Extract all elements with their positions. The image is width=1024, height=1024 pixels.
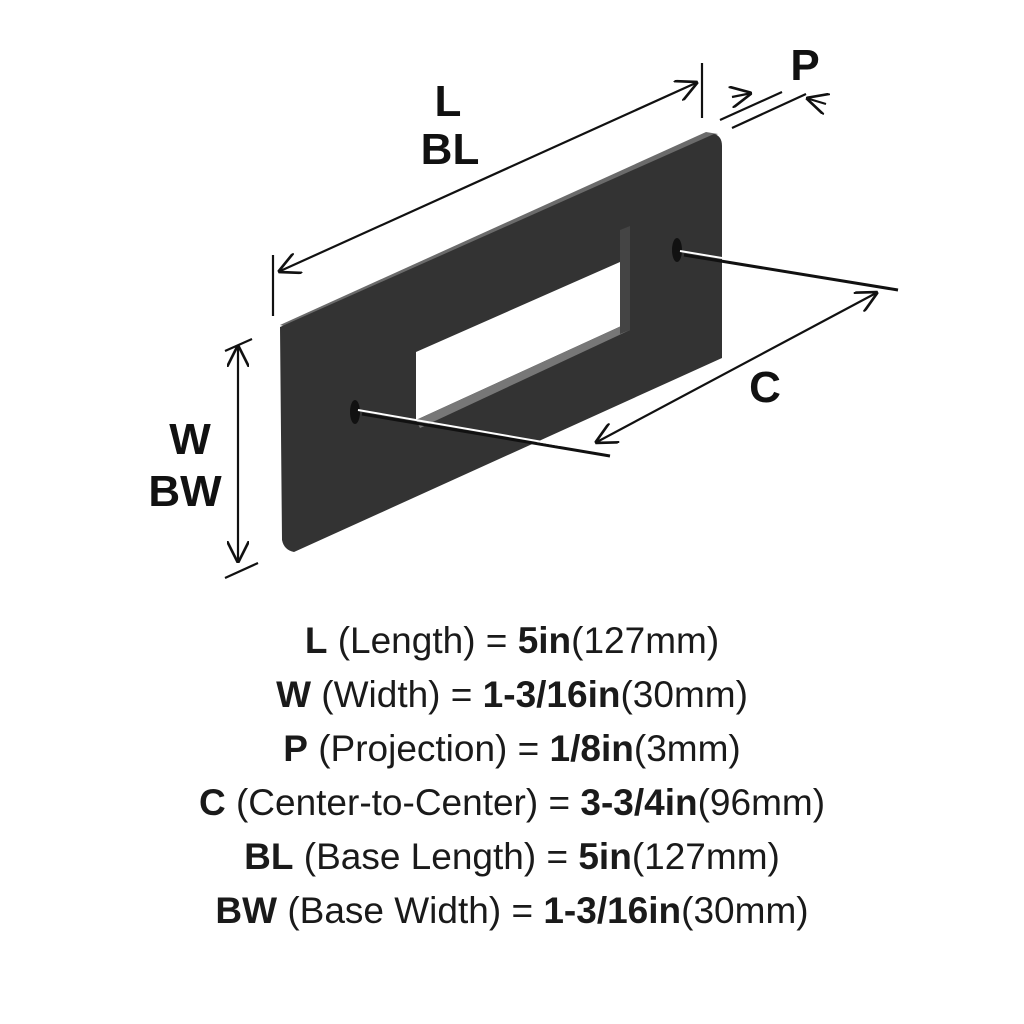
P-extension-1 [719, 90, 783, 122]
spec-row: BL (Base Length) = 5in(127mm) [244, 836, 780, 877]
label-L: L [434, 77, 462, 126]
specification-list: L (Length) = 5in(127mm) W (Width) = 1-3/… [0, 614, 1024, 938]
mounting-hole-right [672, 238, 682, 262]
mounting-hole-left [350, 400, 360, 424]
label-BL: BL [420, 125, 480, 174]
spec-row: C (Center-to-Center) = 3-3/4in(96mm) [198, 782, 826, 823]
C-extension-left [361, 412, 611, 458]
spec-row: BW (Base Width) = 1-3/16in(30mm) [215, 890, 809, 931]
label-W: W [169, 415, 211, 464]
P-extension-2 [731, 93, 807, 129]
plate-drawing [224, 63, 899, 580]
spec-row: P (Projection) = 1/8in(3mm) [283, 728, 741, 769]
spec-row: W (Width) = 1-3/16in(30mm) [276, 674, 748, 715]
C-extension-right [683, 253, 899, 292]
label-BW: BW [148, 467, 222, 516]
C-dimension-line [595, 292, 878, 443]
label-P: P [790, 41, 820, 90]
label-C: C [749, 363, 781, 412]
backplate [280, 132, 722, 552]
spec-row: L (Length) = 5in(127mm) [304, 620, 720, 661]
L-dimension-line [278, 82, 698, 272]
